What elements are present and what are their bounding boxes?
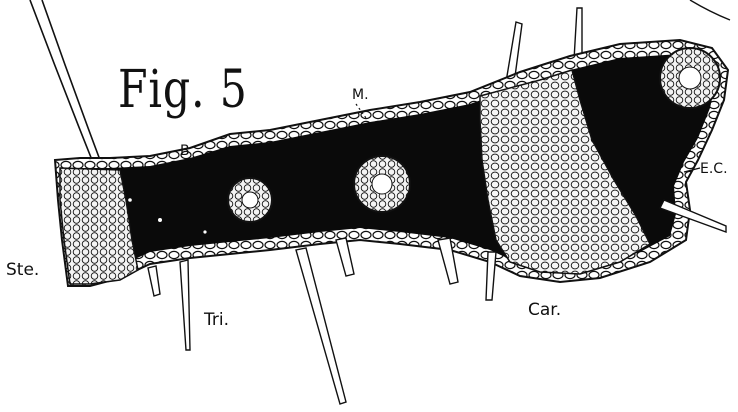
trichome-top-right-fragment [690, 0, 730, 20]
figure-title: Fig. 5 [118, 64, 248, 116]
label-tri: Tri. [204, 312, 229, 329]
vascular-bundle-2 [354, 156, 410, 212]
vascular-bundle-3 [660, 48, 720, 108]
vascular-bundle-1 [228, 178, 272, 222]
label-car: Car. [528, 302, 561, 319]
trichomes-lower [148, 238, 496, 404]
label-ste: Ste. [6, 262, 39, 279]
label-m: M. [352, 88, 369, 102]
label-ec: E.C. [700, 162, 728, 176]
trichome-top-left [30, 0, 100, 160]
label-b: B [180, 144, 190, 158]
